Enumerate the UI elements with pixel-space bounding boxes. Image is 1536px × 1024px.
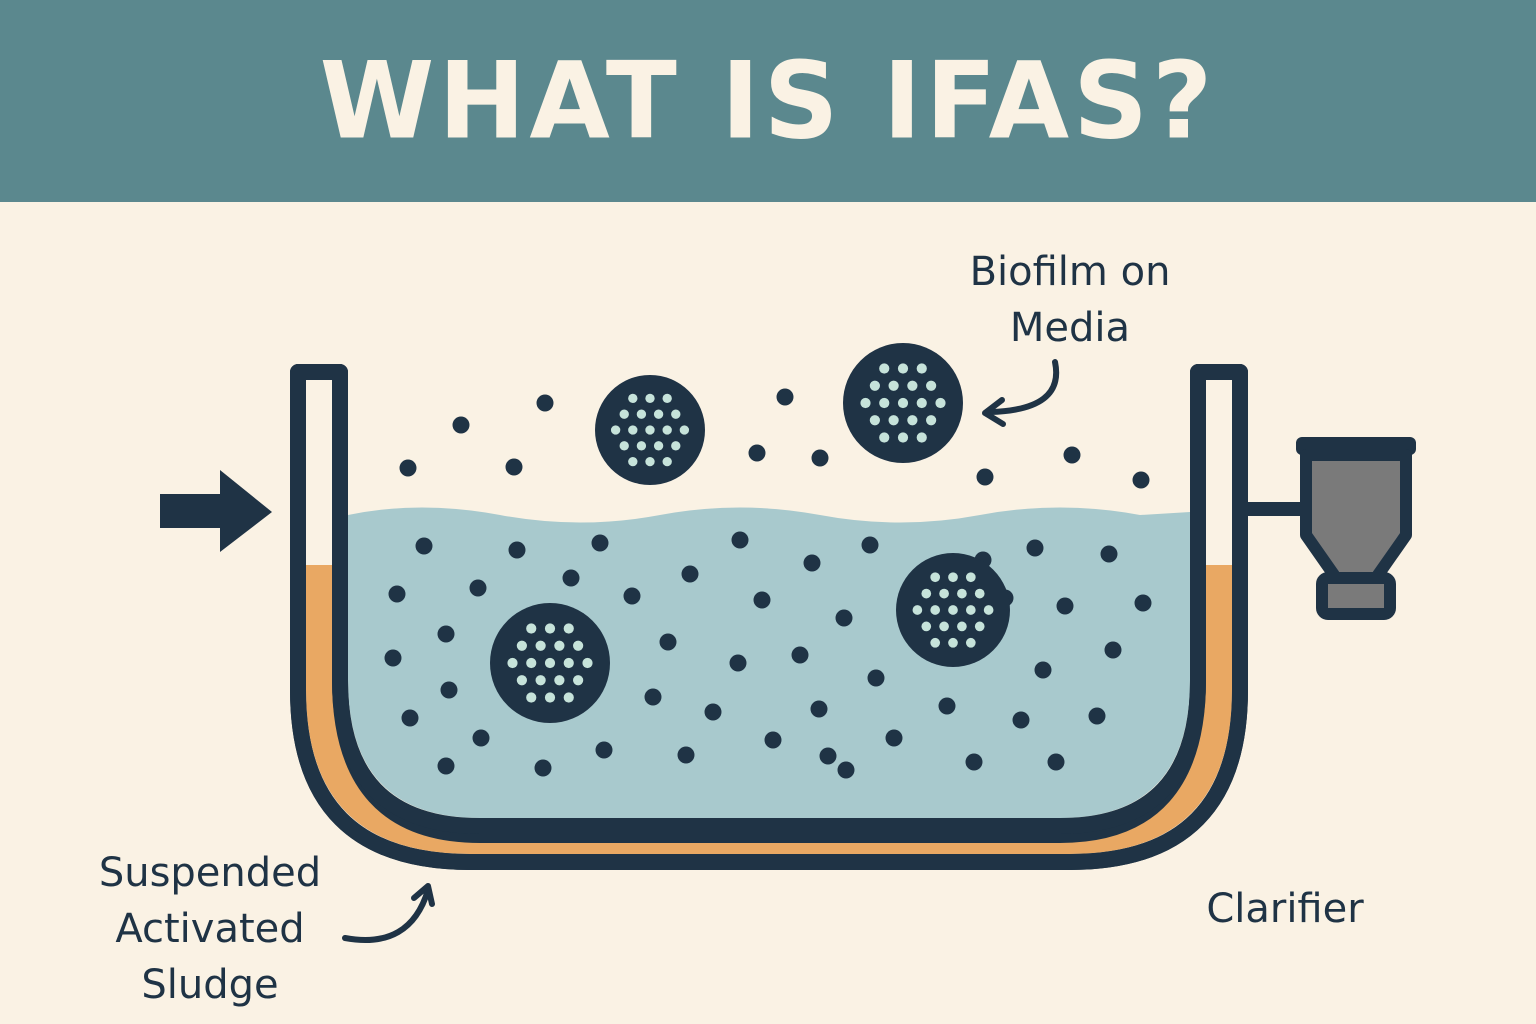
particle-dot xyxy=(1012,711,1030,729)
particle-dot xyxy=(469,579,487,597)
suspended-particles xyxy=(384,388,1152,779)
particle-dot xyxy=(811,449,829,467)
particle-dot xyxy=(748,444,766,462)
inflow-arrow-icon xyxy=(160,470,272,552)
particle-dot xyxy=(1034,661,1052,679)
particle-dot xyxy=(837,761,855,779)
particle-dot xyxy=(388,585,406,603)
particle-dot xyxy=(810,700,828,718)
particle-dot xyxy=(938,697,956,715)
sludge-label-line-1: Suspended xyxy=(98,850,322,896)
particle-dot xyxy=(753,591,771,609)
sludge-label-line-3: Sludge xyxy=(141,962,279,1008)
biofilm-media-carrier-icon xyxy=(490,603,610,723)
particle-dot xyxy=(1100,545,1118,563)
particle-dot xyxy=(819,747,837,765)
page-title: WHAT IS IFAS? xyxy=(319,38,1217,164)
particle-dot xyxy=(1063,446,1081,464)
particle-dot xyxy=(536,394,554,412)
particle-dot xyxy=(452,416,470,434)
particle-dot xyxy=(384,649,402,667)
particle-dot xyxy=(591,534,609,552)
particle-dot xyxy=(1047,753,1065,771)
particle-dot xyxy=(659,633,677,651)
biofilm-label-line-1: Biofilm on xyxy=(969,249,1171,295)
particle-dot xyxy=(472,729,490,747)
particle-dot xyxy=(437,757,455,775)
biofilm-media-carriers xyxy=(490,343,1010,723)
particle-dot xyxy=(401,709,419,727)
particle-dot xyxy=(399,459,417,477)
particle-dot xyxy=(595,741,613,759)
particle-dot xyxy=(681,565,699,583)
particle-dot xyxy=(1132,471,1150,489)
biofilm-label: Biofilm on Media xyxy=(900,244,1240,356)
particle-dot xyxy=(1088,707,1106,725)
particle-dot xyxy=(508,541,526,559)
particle-dot xyxy=(437,625,455,643)
particle-dot xyxy=(1026,539,1044,557)
particle-dot xyxy=(623,587,641,605)
particle-dot xyxy=(415,537,433,555)
particle-dot xyxy=(1134,594,1152,612)
particle-dot xyxy=(562,569,580,587)
particle-dot xyxy=(776,388,794,406)
title-banner: WHAT IS IFAS? xyxy=(0,0,1536,202)
particle-dot xyxy=(534,759,552,777)
biofilm-label-line-2: Media xyxy=(1009,305,1131,351)
biofilm-media-carrier-icon xyxy=(843,343,963,463)
biofilm-media-carrier-icon xyxy=(896,553,1010,667)
tank-inner-wall xyxy=(332,372,1206,834)
biofilm-media-carrier-icon xyxy=(595,375,705,485)
particle-dot xyxy=(731,531,749,549)
particle-dot xyxy=(803,554,821,572)
particle-dot xyxy=(729,654,747,672)
particle-dot xyxy=(1056,597,1074,615)
sludge-label-line-2: Activated xyxy=(115,906,305,952)
particle-dot xyxy=(861,536,879,554)
curved-pointer-arrow-icon xyxy=(342,883,435,943)
particle-dot xyxy=(440,681,458,699)
water-body xyxy=(348,507,1190,818)
clarifier-label: Clarifier xyxy=(1206,886,1364,932)
curved-pointer-arrow-icon xyxy=(982,359,1060,427)
particle-dot xyxy=(965,753,983,771)
particle-dot xyxy=(976,468,994,486)
particle-dot xyxy=(1104,641,1122,659)
clarifier-icon xyxy=(1240,437,1416,620)
sludge-label: Suspended Activated Sludge xyxy=(40,845,380,1013)
particle-dot xyxy=(867,669,885,687)
particle-dot xyxy=(677,746,695,764)
particle-dot xyxy=(704,703,722,721)
particle-dot xyxy=(791,646,809,664)
particle-dot xyxy=(644,688,662,706)
particle-dot xyxy=(764,731,782,749)
particle-dot xyxy=(835,609,853,627)
particle-dot xyxy=(885,729,903,747)
particle-dot xyxy=(505,458,523,476)
